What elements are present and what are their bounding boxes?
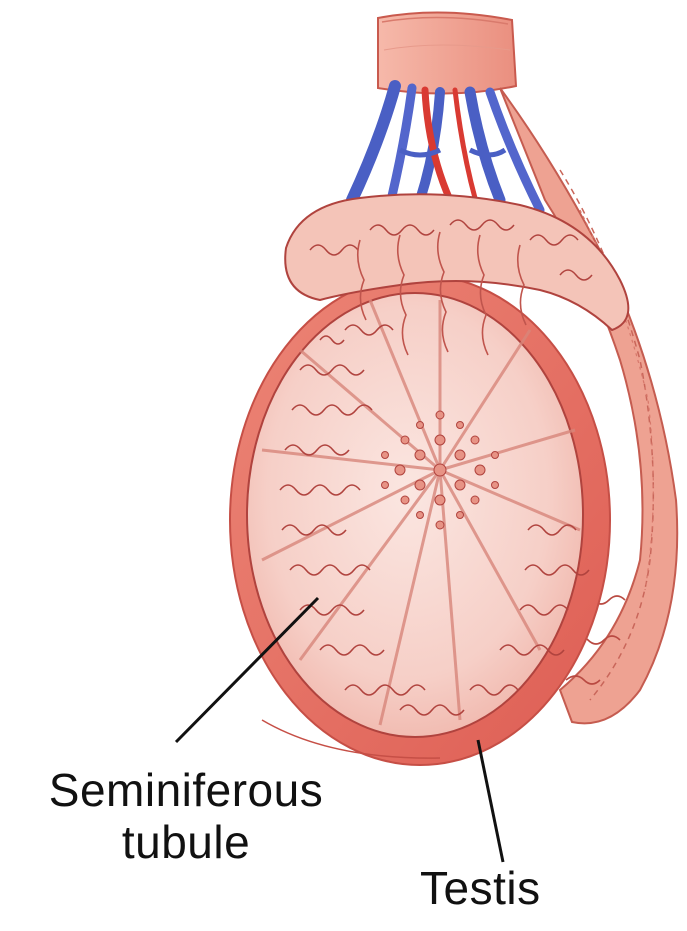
seminiferous-tubule-label: Seminiferous tubule [0, 764, 372, 868]
seminiferous-tubule-label-line1: Seminiferous [0, 764, 372, 816]
leader-line-testis [478, 740, 503, 862]
testis-label: Testis [420, 862, 541, 914]
seminiferous-tubule-label-line2: tubule [0, 816, 372, 868]
